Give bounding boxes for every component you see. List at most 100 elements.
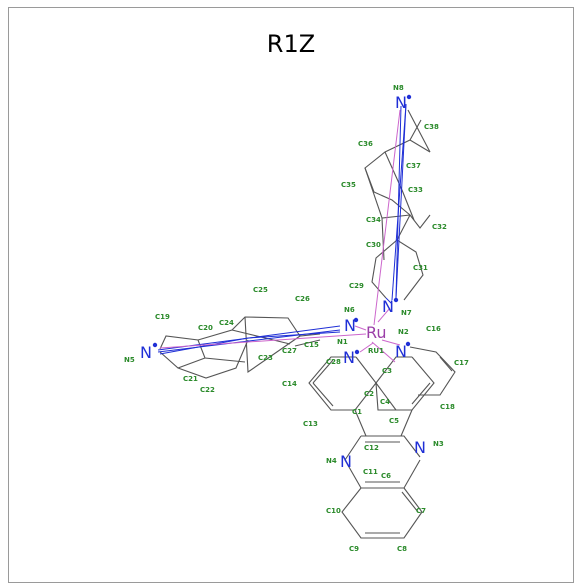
electron-dot (405, 341, 411, 347)
ruthenium-atom: Ru (366, 323, 387, 342)
atom-label-c17: C17 (454, 359, 469, 367)
bond (354, 409, 367, 437)
molecule-title: R1Z (266, 30, 316, 58)
bond-lines (159, 109, 456, 539)
bond (411, 382, 431, 405)
bond (197, 316, 321, 341)
atom-label-c34: C34 (366, 216, 381, 224)
bond (361, 435, 421, 458)
atom-label-c30: C30 (366, 241, 381, 249)
bond (364, 139, 431, 216)
atom-label-n5: N5 (124, 356, 135, 364)
bond (373, 109, 401, 326)
bond (247, 331, 341, 339)
atom-label-c13: C13 (303, 420, 318, 428)
atom-label-c24: C24 (219, 319, 234, 327)
bond (381, 339, 401, 346)
atom-label-n1: N1 (337, 338, 348, 346)
atom-label-c11: C11 (363, 468, 378, 476)
atom-label-c25: C25 (253, 286, 268, 294)
atom-label-c5: C5 (389, 417, 399, 425)
nitrogen-atom-n4: N (340, 452, 352, 471)
atom-label-c1: C1 (352, 408, 362, 416)
bond (401, 189, 415, 221)
bond (354, 325, 367, 331)
atom-label-c23: C23 (258, 354, 273, 362)
nitrogen-atom-n6: N (344, 316, 356, 335)
atom-label-c3: C3 (382, 367, 392, 375)
atom-label-n6: N6 (344, 306, 355, 314)
electron-dot (406, 94, 412, 100)
bond (409, 119, 422, 141)
atom-label-c37: C37 (406, 162, 421, 170)
atom-label-c31: C31 (413, 264, 428, 272)
bond (409, 346, 456, 396)
atom-label-c29: C29 (349, 282, 364, 290)
bond (391, 103, 407, 301)
bond (341, 487, 423, 539)
bond (381, 217, 385, 261)
atom-label-c10: C10 (326, 507, 341, 515)
atom-label-c32: C32 (432, 223, 447, 231)
nitrogen-atom-n2: N (395, 342, 407, 361)
bond (400, 409, 413, 437)
atom-label-c26: C26 (295, 295, 310, 303)
bond (312, 382, 334, 407)
atom-label-c22: C22 (200, 386, 215, 394)
electron-dots (152, 94, 412, 355)
nitrogen-atom-n5: N (140, 343, 152, 362)
bond (359, 342, 374, 353)
bond (439, 356, 453, 372)
atom-label-c15: C15 (304, 341, 319, 349)
bond (371, 341, 396, 363)
bond (407, 109, 431, 153)
atom-label-c28: C28 (326, 358, 341, 366)
atom-label-n2: N2 (398, 328, 409, 336)
atom-label-c16: C16 (426, 325, 441, 333)
bond (344, 435, 421, 489)
bond (375, 382, 397, 411)
atom-label-ru1: RU1 (368, 347, 384, 355)
electron-dot (353, 317, 359, 323)
bond (396, 213, 431, 241)
bond (159, 337, 249, 355)
bond (385, 297, 393, 305)
atom-label-c8: C8 (397, 545, 407, 553)
atom-label-c21: C21 (183, 375, 198, 383)
atom-label-n4: N4 (326, 457, 337, 465)
bond (375, 356, 412, 384)
atom-label-c18: C18 (440, 403, 455, 411)
nitrogen-atom-n1: N (343, 348, 355, 367)
nitrogen-atom-n3: N (414, 438, 426, 457)
atoms: Ru N N N N N N N N (140, 93, 426, 471)
atom-label-c36: C36 (358, 140, 373, 148)
atom-labels: N8 C38 C36 C37 C35 C33 C34 C32 C30 C31 C… (124, 84, 469, 553)
atom-label-c9: C9 (349, 545, 359, 553)
electron-dot (393, 297, 399, 303)
atom-label-c14: C14 (282, 380, 297, 388)
atom-label-c33: C33 (408, 186, 423, 194)
bond (395, 103, 407, 299)
bond (294, 339, 321, 347)
bond (401, 491, 419, 513)
atom-label-c19: C19 (155, 313, 170, 321)
bond (312, 359, 334, 384)
electron-dot (152, 342, 158, 348)
atom-label-c6: C6 (381, 472, 391, 480)
atom-label-c35: C35 (341, 181, 356, 189)
ru-bonds (159, 109, 401, 363)
atom-label-c20: C20 (198, 324, 213, 332)
atom-label-c4: C4 (380, 398, 390, 406)
atom-label-n3: N3 (433, 440, 444, 448)
bond (177, 339, 249, 379)
atom-label-c2: C2 (364, 390, 374, 398)
atom-label-c12: C12 (364, 444, 379, 452)
atom-label-c7: C7 (416, 507, 426, 515)
bond (159, 351, 206, 369)
bond (377, 307, 391, 323)
electron-dot (354, 349, 360, 355)
atom-label-n7: N7 (401, 309, 412, 317)
bond (159, 333, 367, 349)
structure-viewer: R1Z (8, 7, 574, 583)
